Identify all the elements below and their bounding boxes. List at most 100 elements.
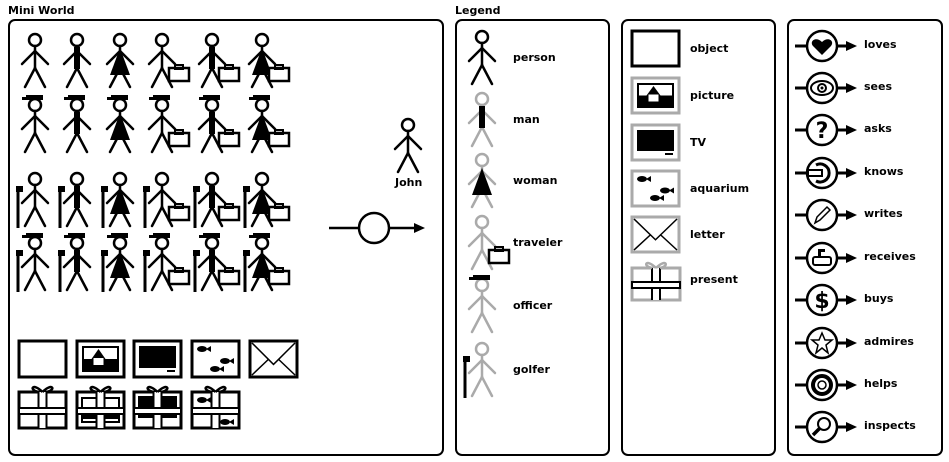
- verb-helps-arrow: [795, 368, 857, 402]
- john-figure: [393, 117, 423, 174]
- legend-traveler-label: traveler: [513, 236, 563, 249]
- legend-person-label: person: [513, 51, 556, 64]
- world-present-picture-icon: [75, 385, 126, 430]
- briefcase-icon: [167, 64, 191, 83]
- briefcase-icon: [487, 246, 511, 265]
- golf-club-icon: [16, 186, 23, 228]
- golf-club-icon: [143, 186, 150, 228]
- verb-loves-label: loves: [864, 38, 897, 51]
- verb-inspects-arrow: [795, 410, 857, 444]
- golf-club-icon: [193, 186, 200, 228]
- briefcase-icon: [167, 267, 191, 286]
- svg-text:?: ?: [816, 119, 829, 144]
- officer-hat-icon: [22, 95, 43, 100]
- figure-woman-traveler-officer: [247, 95, 291, 154]
- verb-helps-label: helps: [864, 377, 898, 390]
- figure-woman-traveler: [247, 32, 291, 89]
- heart-icon: [811, 39, 833, 55]
- officer-hat-icon: [64, 95, 85, 100]
- officer-hat-icon: [199, 233, 220, 238]
- world-present-aquarium-icon: [190, 385, 241, 430]
- verb-sees-label: sees: [864, 80, 893, 93]
- star-icon: [809, 331, 835, 356]
- brain-icon: [807, 162, 831, 184]
- legend-woman-label: woman: [513, 174, 558, 187]
- golf-club-icon: [463, 356, 470, 398]
- figure-man-officer-golfer: [58, 233, 92, 292]
- world-aquarium-icon: [190, 339, 241, 379]
- verb-sees-arrow: [795, 71, 857, 105]
- golf-club-icon: [16, 250, 23, 292]
- world-tv-icon: [132, 339, 183, 379]
- lifebuoy-icon: [811, 374, 833, 396]
- legend-objects-panel: [621, 19, 776, 456]
- briefcase-icon: [217, 129, 241, 148]
- world-object-icon: [17, 339, 68, 379]
- officer-hat-icon: [149, 95, 170, 100]
- question-icon: ?: [816, 119, 829, 144]
- legend-letter-icon: [630, 215, 681, 254]
- figure-man-officer: [62, 95, 92, 154]
- legend-aquarium-icon: [630, 169, 681, 208]
- figure-person: [20, 32, 50, 89]
- golf-club-icon: [243, 186, 250, 228]
- briefcase-icon: [217, 64, 241, 83]
- verb-inspects-label: inspects: [864, 419, 916, 432]
- legend-verbs-panel: [787, 19, 943, 456]
- figure-woman-traveler-officer-golfer: [243, 233, 291, 292]
- golf-club-icon: [58, 186, 65, 228]
- magnifier-icon: [811, 417, 831, 437]
- officer-hat-icon: [249, 95, 270, 100]
- world-letter-icon: [248, 339, 299, 379]
- golf-club-icon: [143, 250, 150, 292]
- verb-writes-arrow: [795, 198, 857, 232]
- officer-hat-icon: [22, 233, 43, 238]
- officer-hat-icon: [469, 275, 490, 280]
- legend-man-label: man: [513, 113, 540, 126]
- officer-hat-icon: [107, 95, 128, 100]
- figure-person-golfer: [16, 171, 50, 228]
- legend-man-figure: [467, 91, 497, 148]
- officer-hat-icon: [199, 95, 220, 100]
- mailbox-icon: [812, 249, 832, 266]
- golf-club-icon: [101, 186, 108, 228]
- figure-woman-officer-golfer: [101, 233, 135, 292]
- figure-woman-officer: [105, 95, 135, 154]
- legend-object-label: object: [690, 42, 729, 55]
- dollar-icon: $: [814, 289, 829, 314]
- verb-writes-label: writes: [864, 207, 903, 220]
- briefcase-icon: [217, 203, 241, 222]
- briefcase-icon: [267, 64, 291, 83]
- legend-tv-label: TV: [690, 136, 707, 149]
- pencil-icon: [813, 205, 832, 225]
- briefcase-icon: [167, 203, 191, 222]
- legend-title: Legend: [455, 4, 501, 17]
- mini-world-title: Mini World: [8, 4, 75, 17]
- verb-knows-label: knows: [864, 165, 904, 178]
- verb-receives-label: receives: [864, 250, 916, 263]
- briefcase-icon: [267, 267, 291, 286]
- verb-asks-label: asks: [864, 122, 892, 135]
- legend-traveler-figure: [467, 214, 511, 271]
- legend-aquarium-label: aquarium: [690, 182, 750, 195]
- figure-man-traveler: [197, 32, 241, 89]
- figure-woman-golfer: [101, 171, 135, 228]
- golf-club-icon: [193, 250, 200, 292]
- officer-hat-icon: [149, 233, 170, 238]
- verb-admires-label: admires: [864, 335, 914, 348]
- legend-woman-figure: [467, 152, 497, 209]
- figure-person-traveler: [147, 32, 191, 89]
- legend-tv-icon: [630, 123, 681, 162]
- golf-club-icon: [101, 250, 108, 292]
- figure-woman: [105, 32, 135, 89]
- legend-figures-panel: [455, 19, 610, 456]
- verb-loves-arrow: [795, 29, 857, 63]
- legend-picture-label: picture: [690, 89, 735, 102]
- figure-person-traveler-golfer: [143, 171, 191, 228]
- figure-man-traveler-golfer: [193, 171, 241, 228]
- briefcase-icon: [167, 129, 191, 148]
- legend-golfer-label: golfer: [513, 363, 550, 376]
- legend-letter-label: letter: [690, 228, 725, 241]
- verb-buys-label: buys: [864, 292, 894, 305]
